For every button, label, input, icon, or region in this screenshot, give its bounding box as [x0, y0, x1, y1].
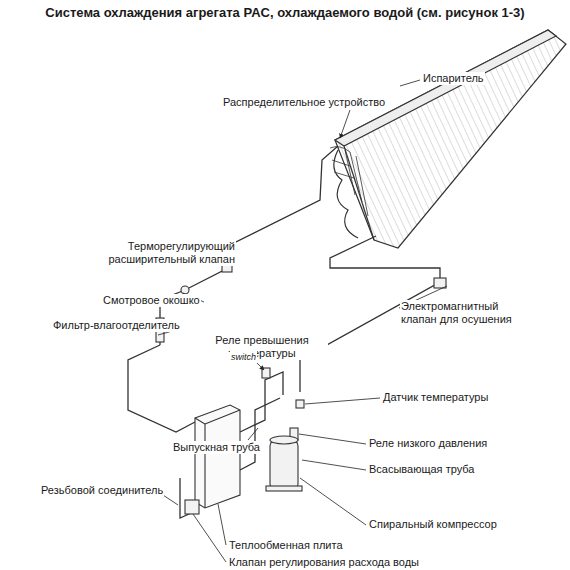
sight-glass	[181, 286, 189, 294]
part-label: Спиральный компрессор	[368, 518, 498, 531]
part-label: Смотровое окошко	[102, 294, 201, 307]
part-label: Датчик температуры	[382, 391, 489, 404]
part-label: Выпускная труба	[172, 441, 261, 454]
solenoid-valve	[434, 278, 446, 288]
water-flow-valve	[185, 500, 199, 514]
part-label: Терморегулирующий расширительный клапан	[104, 240, 236, 266]
part-label: Фильтр-влагоотделитель	[52, 319, 181, 332]
part-label: Реле низкого давления	[368, 437, 488, 450]
diagram-title: Система охлаждения агрегата PAC, охлажда…	[0, 5, 570, 21]
part-label: Теплообменная плита	[228, 539, 344, 552]
switch-marking: switch	[230, 351, 257, 364]
temperature-sensor	[296, 400, 304, 408]
part-label: Резьбовой соединитель	[40, 484, 164, 497]
part-label: Испаритель	[422, 72, 485, 85]
evaporator	[330, 30, 566, 248]
heat-exchanger-plate	[195, 405, 240, 508]
part-label: Электромагнитный клапан для осушения	[400, 300, 522, 326]
part-label: Реле превышения температуры	[196, 334, 328, 360]
part-label: Всасывающая труба	[368, 463, 475, 476]
part-label: Распределительное устройство	[222, 96, 386, 109]
part-label: Клапан регулирования расхода воды	[228, 556, 420, 569]
scroll-compressor	[266, 436, 302, 491]
